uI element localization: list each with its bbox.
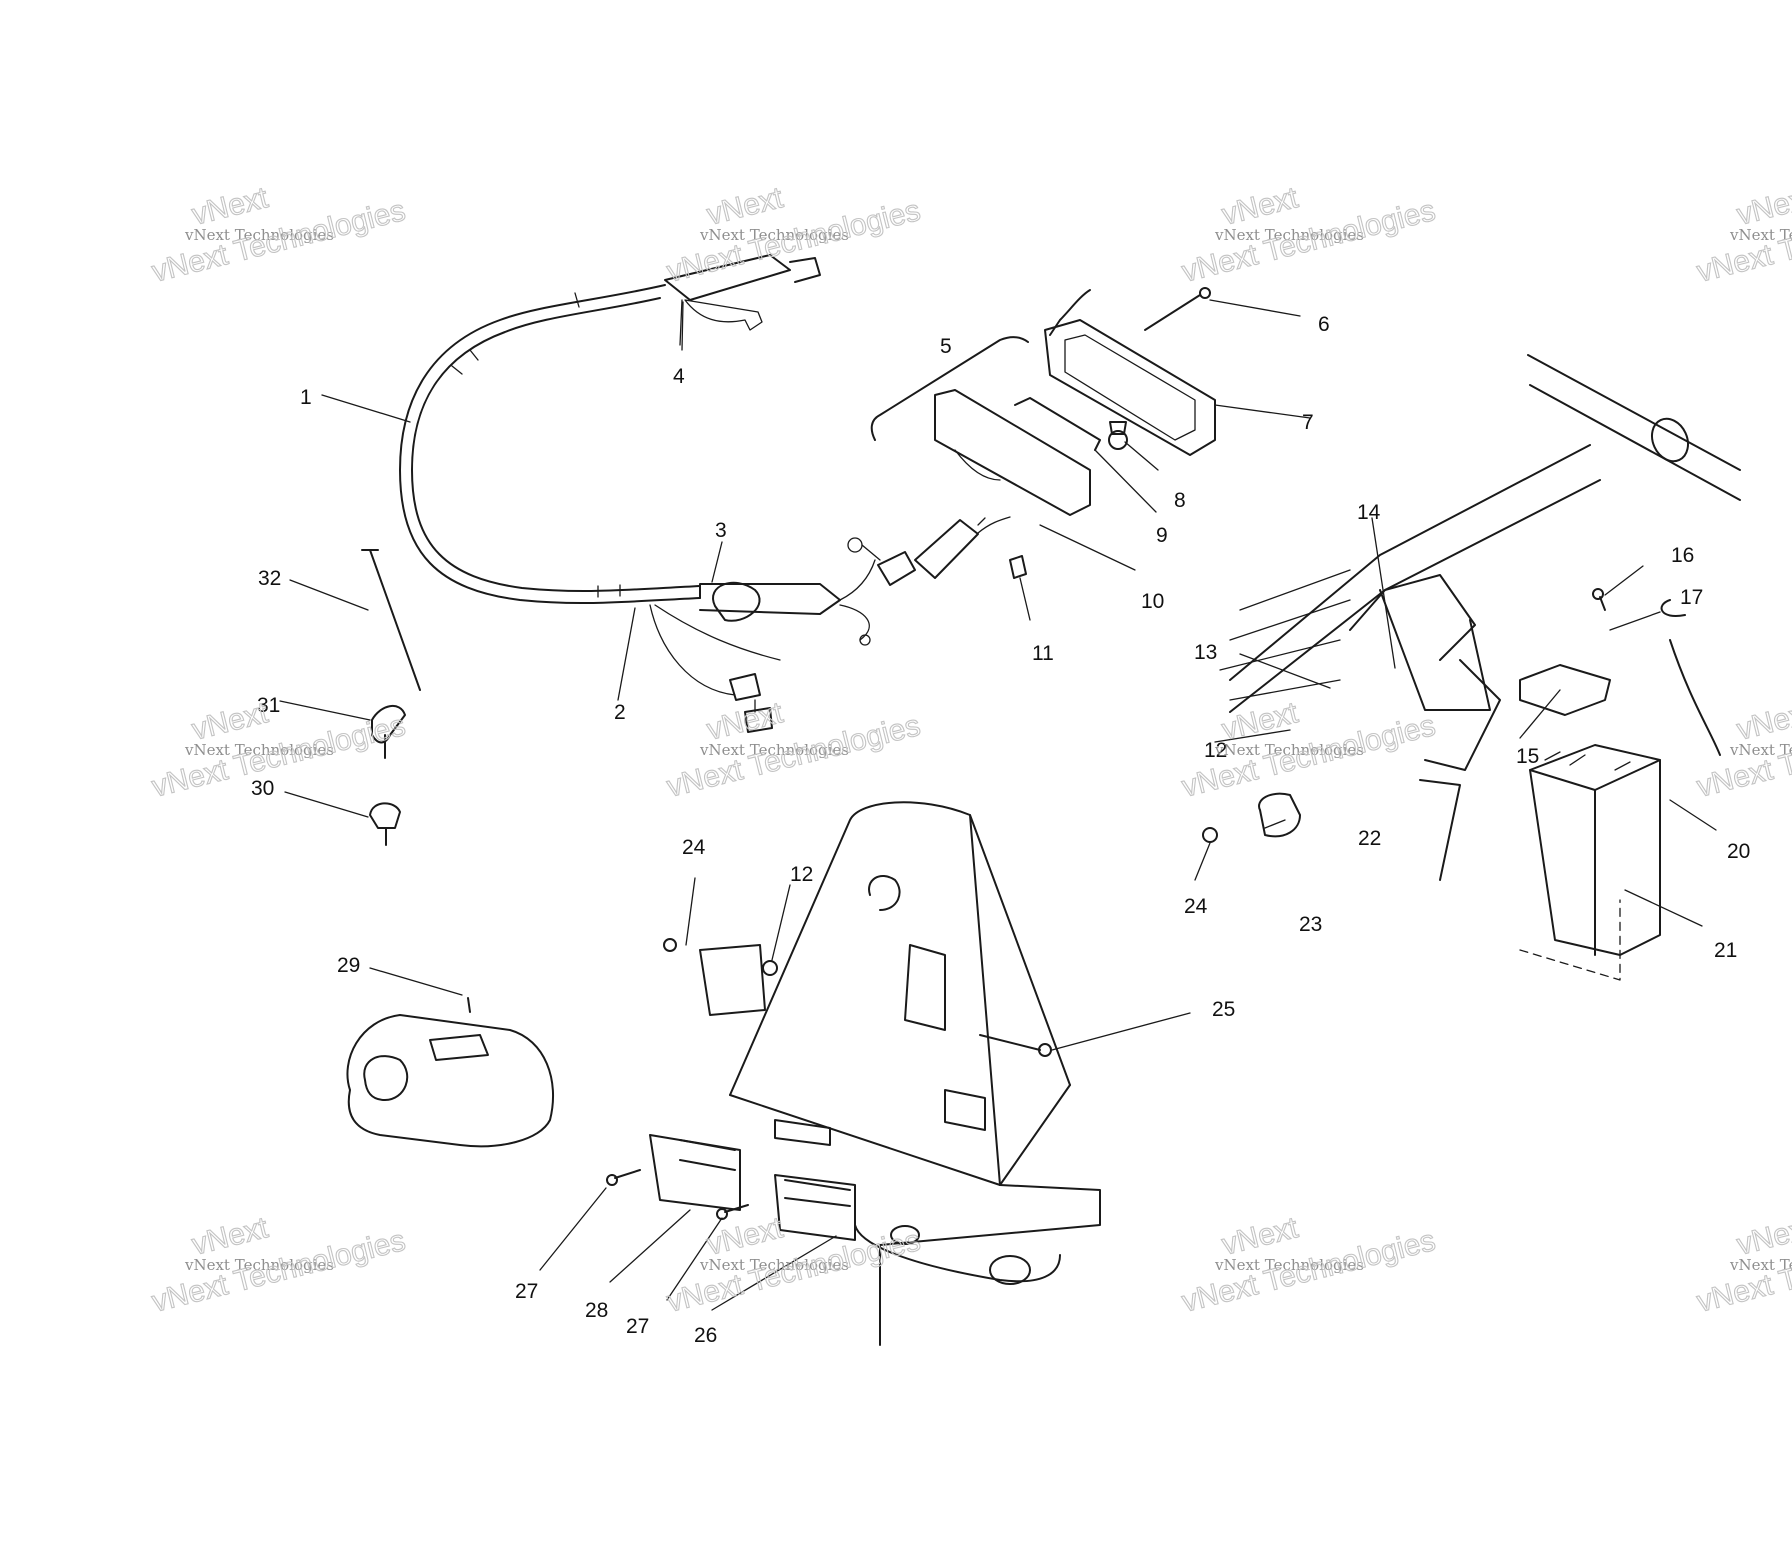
frame-bracket bbox=[1202, 354, 1741, 981]
svg-text:vNext: vNext bbox=[189, 181, 272, 232]
callout-15: 15 bbox=[1516, 745, 1539, 768]
callout-3: 3 bbox=[715, 519, 727, 542]
watermarks: vNext vNext Technologies vNext Technolog… bbox=[148, 181, 1792, 1320]
callout-17: 17 bbox=[1680, 586, 1703, 609]
callout-30: 30 bbox=[251, 777, 274, 800]
svg-text:vNext: vNext bbox=[1219, 181, 1302, 232]
callout-2: 2 bbox=[614, 701, 626, 724]
svg-text:vNext: vNext bbox=[704, 181, 787, 232]
watermark: vNext vNext Technologies vNext Technolog… bbox=[148, 181, 409, 290]
callout-14: 14 bbox=[1357, 501, 1381, 524]
trailer-frame bbox=[606, 801, 1101, 1346]
callout-12-coil: 12 bbox=[790, 863, 813, 886]
svg-text:vNext: vNext bbox=[1734, 1211, 1792, 1262]
svg-text:vNext: vNext bbox=[189, 696, 272, 747]
tail-light-assembly bbox=[870, 287, 1216, 579]
svg-text:vNext: vNext bbox=[1734, 181, 1792, 232]
wiring-harness bbox=[399, 254, 1011, 733]
callout-29: 29 bbox=[337, 954, 360, 977]
fuel-tank bbox=[346, 997, 555, 1148]
leader-lines bbox=[279, 299, 1717, 1311]
callout-13: 13 bbox=[1194, 641, 1217, 664]
callout-23: 23 bbox=[1299, 913, 1322, 936]
callout-9: 9 bbox=[1156, 524, 1168, 547]
svg-text:vNext Technologies: vNext Technologies bbox=[699, 1256, 849, 1274]
svg-text:vNext Technologies: vNext Technologies bbox=[1729, 1256, 1792, 1274]
watermark: vNext vNext Technologies vNext Technolog… bbox=[663, 696, 924, 805]
watermark: vNext vNext Technologies vNext Technolog… bbox=[1178, 181, 1439, 290]
svg-text:vNext: vNext bbox=[704, 1211, 787, 1262]
watermark: vNext vNext Technologies vNext Technolog… bbox=[1693, 181, 1792, 290]
watermark: vNext vNext Technologies vNext Technolog… bbox=[663, 1211, 924, 1320]
callout-7: 7 bbox=[1302, 411, 1314, 434]
callout-labels: 1 2 3 4 5 6 7 8 9 10 11 12 12 13 14 15 1… bbox=[251, 313, 1750, 1347]
svg-text:vNext: vNext bbox=[1219, 1211, 1302, 1262]
svg-text:vNext Technologies: vNext Technologies bbox=[699, 226, 849, 244]
callout-27-left: 27 bbox=[515, 1280, 538, 1303]
callout-4: 4 bbox=[673, 365, 685, 388]
svg-text:vNext: vNext bbox=[1219, 696, 1302, 747]
callout-25: 25 bbox=[1212, 998, 1235, 1021]
callout-10: 10 bbox=[1141, 590, 1164, 613]
svg-text:vNext Technologies: vNext Technologies bbox=[699, 741, 849, 759]
callout-27-right: 27 bbox=[626, 1315, 649, 1338]
svg-text:vNext Technologies: vNext Technologies bbox=[184, 226, 334, 244]
svg-text:vNext Technologies: vNext Technologies bbox=[1729, 741, 1792, 759]
svg-text:vNext Technologies: vNext Technologies bbox=[1214, 741, 1364, 759]
callout-20: 20 bbox=[1727, 840, 1750, 863]
watermark: vNext vNext Technologies vNext Technolog… bbox=[148, 1211, 409, 1320]
callout-21: 21 bbox=[1714, 939, 1737, 962]
callout-16: 16 bbox=[1671, 544, 1694, 567]
svg-text:vNext: vNext bbox=[1734, 696, 1792, 747]
svg-text:vNext Technologies: vNext Technologies bbox=[1729, 226, 1792, 244]
svg-text:vNext Technologies: vNext Technologies bbox=[184, 741, 334, 759]
callout-28: 28 bbox=[585, 1299, 608, 1322]
svg-text:vNext: vNext bbox=[189, 1211, 272, 1262]
svg-text:vNext Technologies: vNext Technologies bbox=[1214, 1256, 1364, 1274]
watermark: vNext vNext Technologies vNext Technolog… bbox=[663, 181, 924, 290]
callout-11: 11 bbox=[1032, 642, 1054, 665]
watermark: vNext vNext Technologies vNext Technolog… bbox=[1693, 696, 1792, 805]
svg-text:vNext Technologies: vNext Technologies bbox=[184, 1256, 334, 1274]
callout-6: 6 bbox=[1318, 313, 1330, 336]
callout-32: 32 bbox=[258, 567, 281, 590]
svg-text:vNext Technologies: vNext Technologies bbox=[1214, 226, 1364, 244]
callout-8: 8 bbox=[1174, 489, 1186, 512]
watermark: vNext vNext Technologies vNext Technolog… bbox=[1693, 1211, 1792, 1320]
callout-12-frame: 12 bbox=[1204, 739, 1227, 762]
callout-26: 26 bbox=[694, 1324, 717, 1347]
svg-text:vNext: vNext bbox=[704, 696, 787, 747]
callout-24-frame: 24 bbox=[1184, 895, 1208, 918]
callout-24-coil: 24 bbox=[682, 836, 706, 859]
callout-22: 22 bbox=[1358, 827, 1381, 850]
callout-31: 31 bbox=[257, 694, 280, 717]
small-hardware bbox=[361, 549, 421, 846]
watermark: vNext vNext Technologies vNext Technolog… bbox=[1178, 1211, 1439, 1320]
watermark: vNext vNext Technologies vNext Technolog… bbox=[1178, 696, 1439, 805]
callout-1: 1 bbox=[300, 386, 312, 409]
callout-5: 5 bbox=[940, 335, 952, 358]
